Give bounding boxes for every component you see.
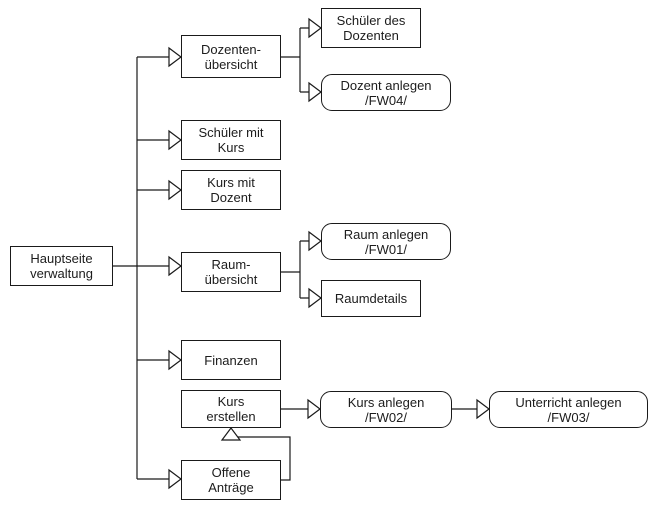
node-raumdetails[interactable]: Raumdetails: [321, 280, 421, 317]
arrowhead-raumdetails: [308, 287, 322, 309]
node-schueler-des-dozenten[interactable]: Schüler des Dozenten: [321, 8, 421, 48]
node-dozent-anlegen[interactable]: Dozent anlegen /FW04/: [321, 74, 451, 111]
node-offene-antraege[interactable]: Offene Anträge: [181, 460, 281, 500]
arrowhead-kurs-mit-dozent: [168, 179, 182, 201]
arrowhead-schueler-mit-kurs: [168, 129, 182, 151]
node-dozentenuebersicht[interactable]: Dozenten- übersicht: [181, 35, 281, 78]
arrowhead-kurs-erstellen: [220, 427, 242, 441]
arrowhead-unterricht-anlegen: [476, 398, 490, 420]
node-schueler-mit-kurs[interactable]: Schüler mit Kurs: [181, 120, 281, 160]
node-hauptseite[interactable]: Hauptseite verwaltung: [10, 246, 113, 286]
edge-raumuebersicht-split: [281, 240, 309, 299]
arrowhead-raum-anlegen: [308, 230, 322, 252]
node-raumuebersicht[interactable]: Raum- übersicht: [181, 252, 281, 292]
node-kurs-anlegen[interactable]: Kurs anlegen /FW02/: [320, 391, 452, 428]
edge-dozentenuebersicht-split: [281, 27, 309, 93]
node-kurs-mit-dozent[interactable]: Kurs mit Dozent: [181, 170, 281, 210]
arrowhead-kurs-anlegen: [307, 398, 321, 420]
arrowhead-dozentenuebersicht: [168, 46, 182, 68]
arrowhead-group: [168, 17, 490, 490]
node-unterricht-anlegen[interactable]: Unterricht anlegen /FW03/: [489, 391, 648, 428]
arrowhead-schueler-des-dozenten: [308, 17, 322, 39]
arrowhead-dozent-anlegen: [308, 81, 322, 103]
arrowhead-raumuebersicht: [168, 255, 182, 277]
node-kurs-erstellen[interactable]: Kurs erstellen: [181, 390, 281, 428]
node-finanzen[interactable]: Finanzen: [181, 340, 281, 380]
arrowhead-finanzen: [168, 349, 182, 371]
arrowhead-offene-antraege: [168, 468, 182, 490]
edge-hauptseite-trunk: [113, 57, 138, 479]
node-raum-anlegen[interactable]: Raum anlegen /FW01/: [321, 223, 451, 260]
